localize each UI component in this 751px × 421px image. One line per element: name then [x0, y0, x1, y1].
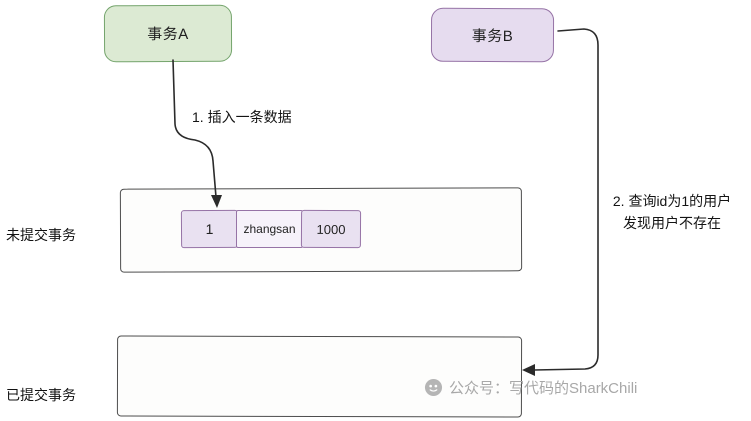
- transaction-b-node[interactable]: 事务B: [430, 7, 555, 63]
- row-cell-amount: 1000: [300, 209, 362, 249]
- row-cell-id: 1: [180, 209, 239, 249]
- query-arrow-label-line1: 2. 查询id为1的用户: [612, 193, 732, 209]
- watermark: 公众号：写代码的SharkChili: [424, 377, 637, 398]
- query-arrow-label-line2: 发现用户不存在: [623, 215, 721, 231]
- watermark-text: 公众号：写代码的SharkChili: [449, 380, 638, 397]
- transaction-b-label: 事务B: [471, 27, 514, 45]
- query-arrow-head: [522, 364, 535, 376]
- transaction-a-node[interactable]: 事务A: [103, 4, 233, 63]
- row-name-value: zhangsan: [243, 222, 296, 236]
- row-amount-value: 1000: [316, 221, 346, 237]
- insert-arrow-line: [172, 59, 217, 198]
- insert-arrow-label: 1. 插入一条数据: [192, 109, 292, 125]
- transaction-a-label: 事务A: [147, 25, 189, 44]
- row-id-value: 1: [205, 220, 214, 238]
- watermark-icon: [424, 378, 443, 397]
- uncommitted-lane-label: 未提交事务: [6, 227, 76, 243]
- query-arrow-label: 2. 查询id为1的用户 发现用户不存在: [596, 190, 748, 234]
- query-arrow-line: [533, 28, 599, 371]
- committed-lane-label: 已提交事务: [6, 387, 76, 403]
- row-cell-name: zhangsan: [236, 210, 303, 248]
